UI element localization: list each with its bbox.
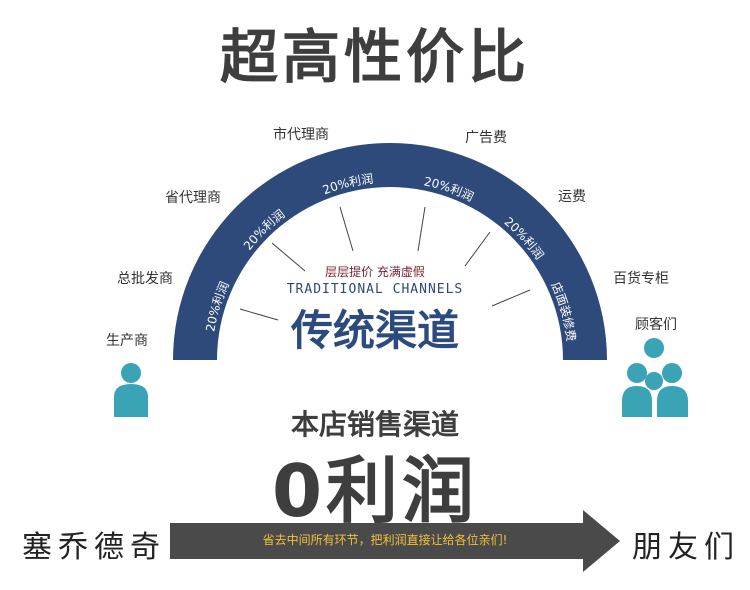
arc-ticks xyxy=(239,206,531,321)
stage-label-wholesaler: 总批发商 xyxy=(117,271,173,287)
arrow-message: 省去中间所有环节，把利润直接让给各位亲们! xyxy=(262,533,508,547)
store-channel-title: 本店销售渠道 xyxy=(290,408,459,441)
stage-label-advertising: 广告费 xyxy=(465,130,507,146)
person-icon xyxy=(114,363,148,417)
stage-label-producer: 生产商 xyxy=(106,333,148,349)
stage-label-shipping: 运费 xyxy=(558,189,586,205)
markup-note: 层层提价 充满虚假 xyxy=(325,265,425,279)
page-title: 超高性价比 xyxy=(219,23,530,91)
group-icon xyxy=(622,338,688,417)
stage-label-department-store: 百货专柜 xyxy=(613,271,669,287)
stage-label-province-agent: 省代理商 xyxy=(165,190,221,206)
zero-profit-title: 0利润 xyxy=(271,449,479,533)
brand-name: 塞乔德奇 xyxy=(22,530,166,565)
stage-label-customers: 顾客们 xyxy=(635,317,677,333)
traditional-channels-cn: 传统渠道 xyxy=(290,306,459,355)
direct-arrow xyxy=(170,510,620,572)
stage-label-city-agent: 市代理商 xyxy=(273,127,329,143)
traditional-channels-en: TRADITIONAL CHANNELS xyxy=(286,282,464,297)
arc-band xyxy=(173,143,607,360)
friends-label: 朋友们 xyxy=(632,530,740,565)
